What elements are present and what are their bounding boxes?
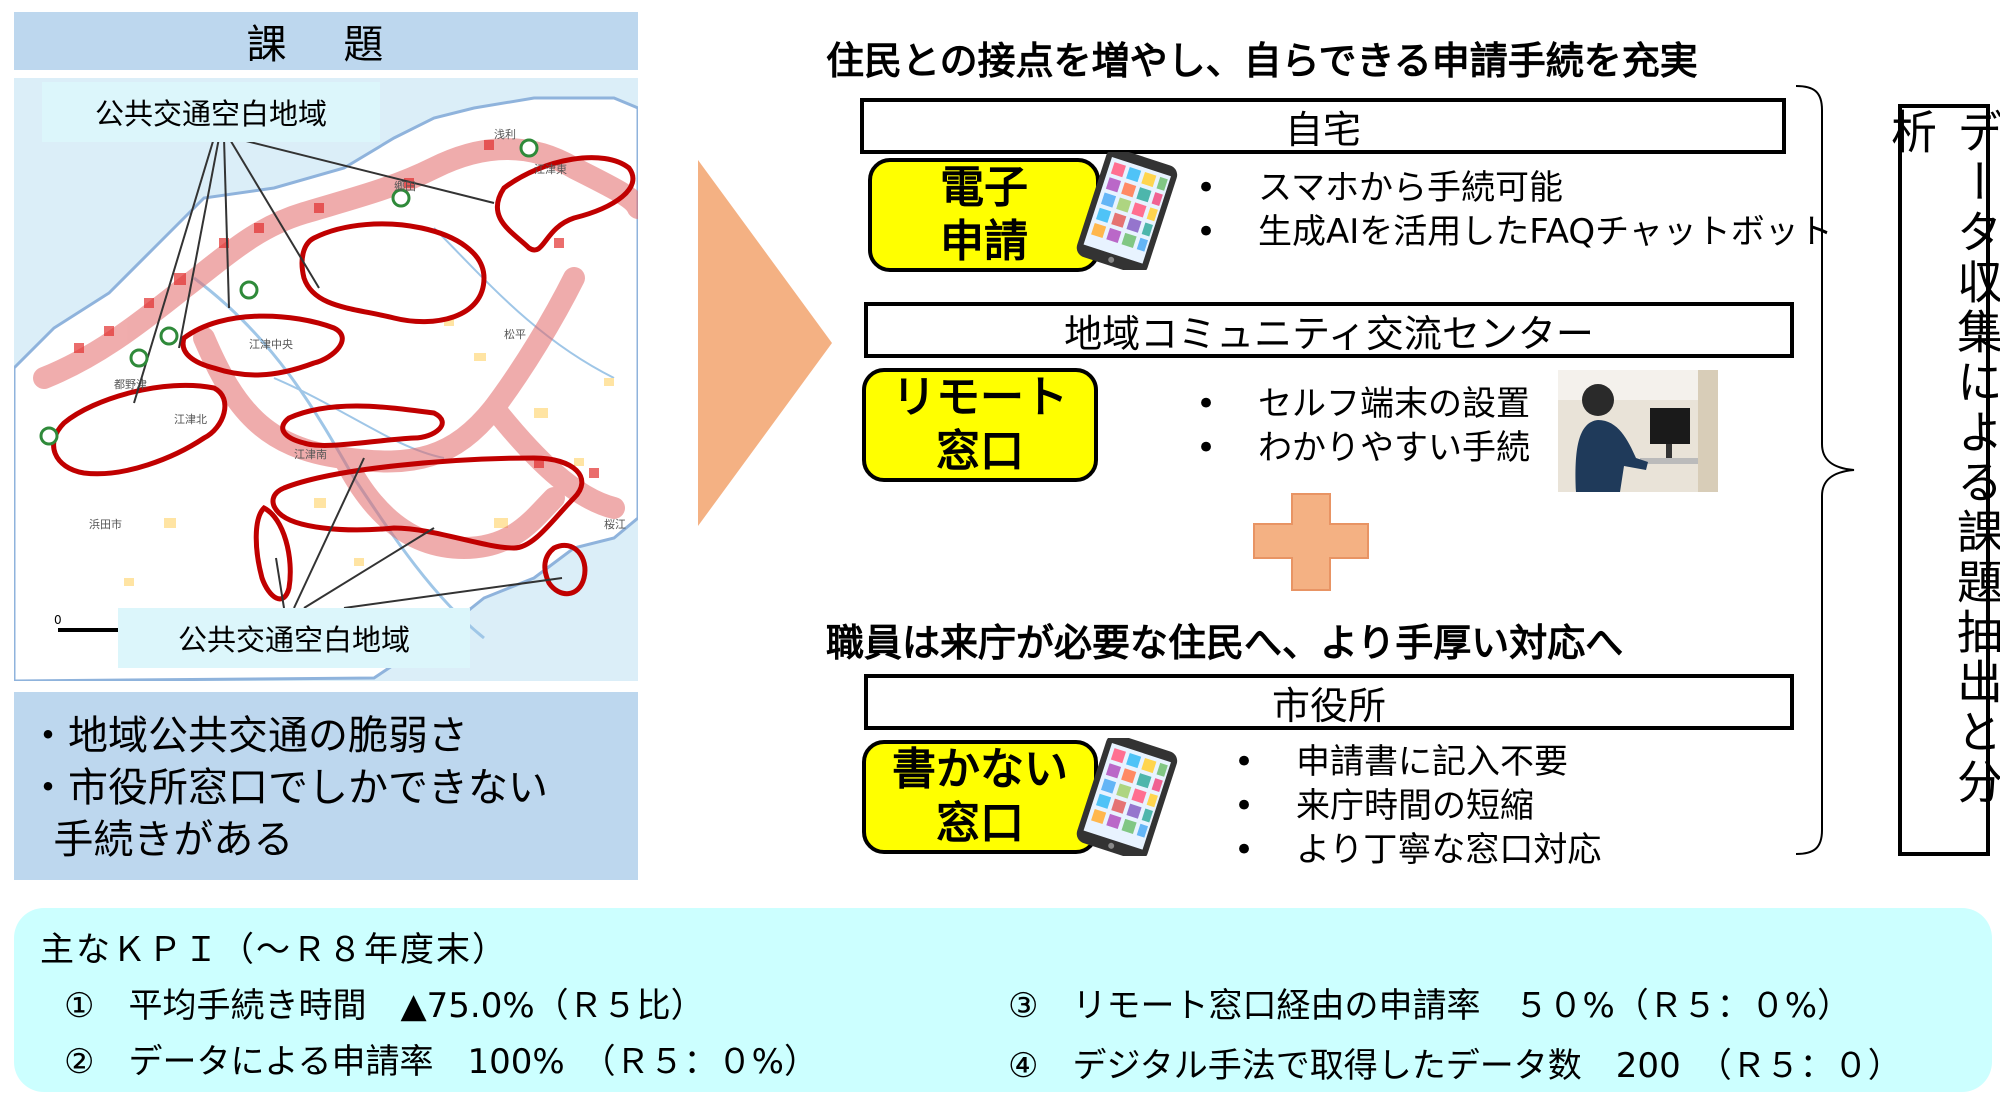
population-cells bbox=[74, 140, 599, 478]
place-name: 江津南 bbox=[294, 448, 327, 461]
map-label-bottom: 公共交通空白地域 bbox=[118, 608, 470, 668]
data-analysis-box: データ収集による課題抽出と分析 bbox=[1884, 104, 2000, 856]
place-name: 桜江 bbox=[604, 517, 626, 531]
badge-line: 窓口 bbox=[936, 798, 1024, 849]
place-name: 浅利 bbox=[494, 128, 516, 141]
bullet-item: スマホから手続可能 bbox=[1196, 166, 1833, 210]
problem-list: ・地域公共交通の脆弱さ ・市役所窓口でしかできない 手続きがある bbox=[14, 692, 638, 880]
transit-gap-map: 江津東 江津中央 江津北 江津南 浜田市 桜江 都野津 郷田 浅利 松平 0 bbox=[14, 78, 638, 681]
remote-terminal-photo bbox=[1558, 370, 1718, 492]
badge-line: 窓口 bbox=[936, 426, 1024, 477]
problem-item: 手続きがある bbox=[28, 817, 294, 863]
plus-icon bbox=[1253, 493, 1369, 591]
arrow-right-icon bbox=[698, 160, 832, 526]
brace-icon bbox=[1795, 85, 1855, 855]
badge-no-writing-window: 書かない 窓口 bbox=[862, 740, 1098, 854]
map-label-top: 公共交通空白地域 bbox=[42, 82, 380, 142]
kpi-panel: 主なＫＰＩ（～Ｒ８年度末） ① 平均手続き時間 ▲75.0%（Ｒ５比） ② デー… bbox=[14, 908, 1992, 1092]
bullet-list-community: セルフ端末の設置 わかりやすい手続 bbox=[1196, 382, 1530, 470]
transit-gap-outlines bbox=[51, 155, 636, 602]
bullet-item: セルフ端末の設置 bbox=[1196, 382, 1530, 426]
place-name: 浜田市 bbox=[89, 517, 122, 531]
issues-header: 課 題 bbox=[14, 12, 638, 70]
bullet-list-city-hall: 申請書に記入不要 来庁時間の短縮 より丁寧な窓口対応 bbox=[1234, 740, 1601, 872]
problem-item: ・市役所窓口でしかできない bbox=[28, 765, 548, 811]
river bbox=[433, 227, 615, 379]
svg-text:0: 0 bbox=[54, 613, 62, 627]
sea-area bbox=[14, 78, 314, 343]
bullet-item: より丁寧な窓口対応 bbox=[1234, 828, 1601, 872]
heading-staff-focus: 職員は来庁が必要な住民へ、より手厚い対応へ bbox=[826, 621, 1624, 665]
kpi-title: 主なＫＰＩ（～Ｒ８年度末） bbox=[40, 930, 508, 970]
problem-item: ・地域公共交通の脆弱さ bbox=[28, 713, 468, 759]
smartphone-icon bbox=[1076, 152, 1178, 270]
badge-remote-window: リモート 窓口 bbox=[862, 368, 1098, 482]
service-corridors bbox=[33, 138, 638, 560]
badge-line: 申請 bbox=[940, 216, 1028, 267]
kpi-item: ③ リモート窓口経由の申請率 ５０%（Ｒ５：０%） bbox=[1008, 986, 1852, 1026]
bullet-item: わかりやすい手続 bbox=[1196, 426, 1530, 470]
place-name: 松平 bbox=[504, 327, 526, 341]
place-name: 郷田 bbox=[394, 179, 416, 193]
place-home: 自宅 bbox=[860, 98, 1786, 154]
kpi-item: ④ デジタル手法で取得したデータ数 200 （Ｒ５：０） bbox=[1008, 1046, 1902, 1086]
place-name: 江津北 bbox=[174, 413, 207, 426]
badge-e-application: 電子 申請 bbox=[868, 158, 1100, 272]
place-community-center: 地域コミュニティ交流センター bbox=[864, 302, 1794, 358]
kpi-item: ① 平均手続き時間 ▲75.0%（Ｒ５比） bbox=[64, 986, 705, 1026]
badge-line: 書かない bbox=[892, 744, 1068, 795]
place-name: 都野津 bbox=[114, 378, 147, 391]
badge-line: 電子 bbox=[940, 162, 1028, 213]
place-city-hall: 市役所 bbox=[864, 674, 1794, 730]
scale-bar: 0 bbox=[54, 613, 124, 632]
bullet-list-home: スマホから手続可能 生成AIを活用したFAQチャットボット bbox=[1196, 166, 1833, 254]
bullet-item: 申請書に記入不要 bbox=[1234, 740, 1601, 784]
place-name: 江津中央 bbox=[249, 338, 293, 351]
data-analysis-label: データ収集による課題抽出と分析 bbox=[1884, 108, 2000, 808]
place-name: 江津東 bbox=[534, 163, 567, 176]
bullet-item: 生成AIを活用したFAQチャットボット bbox=[1196, 210, 1833, 254]
station-markers bbox=[39, 138, 539, 446]
bullet-item: 来庁時間の短縮 bbox=[1234, 784, 1601, 828]
badge-line: リモート bbox=[892, 372, 1068, 423]
heading-self-service: 住民との接点を増やし、自らできる申請手続を充実 bbox=[826, 39, 1698, 83]
residential-patches bbox=[124, 318, 614, 586]
kpi-item: ② データによる申請率 100% （Ｒ５：０%） bbox=[64, 1042, 818, 1082]
map-panel: 江津東 江津中央 江津北 江津南 浜田市 桜江 都野津 郷田 浅利 松平 0 公… bbox=[14, 78, 638, 681]
smartphone-icon bbox=[1076, 738, 1178, 856]
